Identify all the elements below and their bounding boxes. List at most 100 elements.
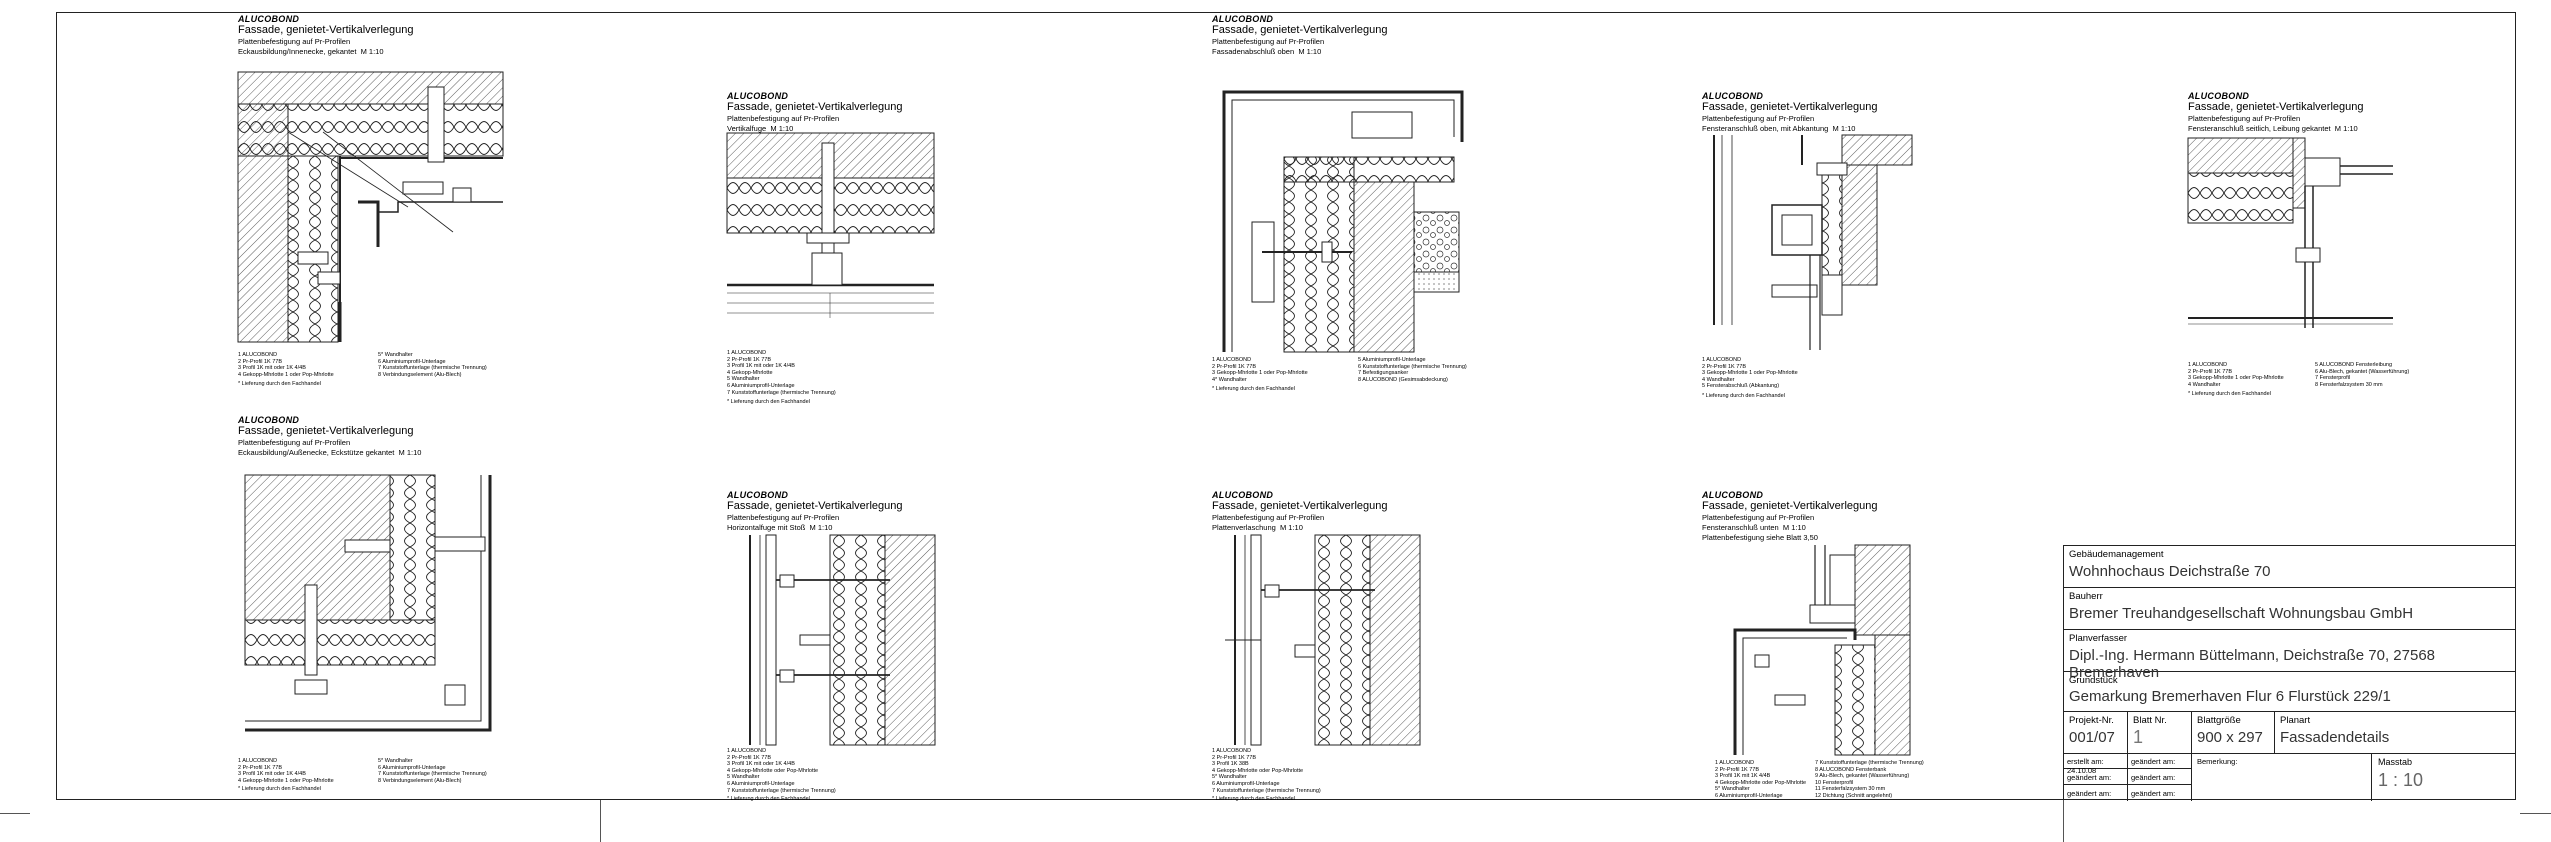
legend-item: 11 Fensterfalzsystem 30 mm bbox=[1815, 786, 1886, 793]
legend-item: 6 Aluminiumprofil-Unterlage bbox=[378, 358, 446, 365]
detail-subtitle: Plattenbefestigung auf Pr-Profilen bbox=[2188, 114, 2301, 123]
detail-legend-right: 5 ALUCOBOND Fensterleibung 6 Alu-Blech, … bbox=[2315, 362, 2409, 388]
legend-item: 6 Aluminiumprofil-Unterlage bbox=[378, 764, 446, 771]
legend-item: 4 Gekopp-Mhrlotte bbox=[727, 369, 773, 376]
trim-mark bbox=[2520, 813, 2551, 814]
detail-caption: Fensteranschluß unten M 1:10 bbox=[1702, 523, 1806, 532]
detail-title: Fassade, genietet-Vertikalverlegung bbox=[727, 101, 903, 113]
legend-note: * Lieferung durch den Fachhandel bbox=[238, 381, 321, 388]
legend-note: * Lieferung durch den Fachhandel bbox=[1212, 796, 1295, 803]
legend-item: 1 ALUCOBOND bbox=[1212, 357, 1252, 363]
legend-item: 1 ALUCOBOND bbox=[727, 748, 767, 754]
changed-label: geändert am: bbox=[2131, 757, 2176, 766]
scale-label: Masstab bbox=[2378, 757, 2413, 767]
legend-item: 5 ALUCOBOND Fensterleibung bbox=[2315, 362, 2393, 368]
detail-legend: 1 ALUCOBOND 2 Pr-Profil 1K 77B 3 Gekopp-… bbox=[1702, 357, 1798, 400]
detail-drawing bbox=[244, 474, 492, 732]
detail-legend: 1 ALUCOBOND 2 Pr-Profil 1K 77B 3 Profil … bbox=[727, 748, 836, 803]
detail-drawing bbox=[1713, 134, 1913, 350]
detail-drawing bbox=[749, 534, 936, 746]
legend-item: 8 Verbindungselement (Alu-Blech) bbox=[378, 777, 462, 784]
created-column: erstellt am: 24.10.08 geändert am: geänd… bbox=[2064, 754, 2128, 801]
sheet-no-cell: Blatt Nr. 1 bbox=[2128, 712, 2192, 754]
legend-item: 6 Alu-Blech, gekantet (Wasserführung) bbox=[2315, 368, 2410, 375]
legend-item: 3 Profil 1K mit oder 1K 4/4B bbox=[727, 363, 795, 370]
detail-drawing bbox=[726, 132, 935, 318]
legend-item: 1 ALUCOBOND bbox=[238, 758, 278, 764]
legend-item: 3 Profil 1K mit oder 1K 4/4B bbox=[238, 771, 306, 778]
detail-caption: Fensteranschluß seitlich, Leibung gekant… bbox=[2188, 124, 2358, 133]
plan-type-cell: Planart Fassadendetails bbox=[2275, 712, 2516, 754]
detail-legend-right: 5* Wandhalter 6 Aluminiumprofil-Unterlag… bbox=[378, 352, 487, 378]
legend-item: 4 Wandhalter bbox=[2188, 381, 2221, 388]
legend-item: 2 Pr-Profil 1K 77B bbox=[1702, 363, 1747, 370]
title-row-management: Gebäudemanagement Wohnhochaus Deichstraß… bbox=[2064, 546, 2516, 588]
detail-subtitle: Plattenbefestigung auf Pr-Profilen bbox=[1212, 513, 1325, 522]
legend-item: 3 Profil 1K mit oder 1K 4/4B bbox=[727, 761, 795, 768]
detail-header: ALUCOBOND Fassade, genietet-Vertikalverl… bbox=[727, 490, 903, 533]
legend-item: 4 Gekopp-Mhrlotte oder Pop-Mhrlotte bbox=[1212, 767, 1304, 774]
legend-item: 7 Kunststoffunterlage (thermische Trennu… bbox=[727, 787, 836, 794]
created-label: erstellt am: 24.10.08 bbox=[2067, 757, 2104, 775]
sheet-no-value: 1 bbox=[2133, 727, 2144, 747]
title-row-project: Projekt-Nr. 001/07 Blatt Nr. 1 Blattgröß… bbox=[2064, 712, 2516, 754]
detail-caption: Vertikalfuge M 1:10 bbox=[727, 124, 794, 133]
detail-subtitle: Plattenbefestigung auf Pr-Profilen bbox=[238, 438, 351, 447]
legend-item: 7 Kunststoffunterlage (thermische Trennu… bbox=[727, 389, 836, 396]
legend-item: 3 Profil 1K mit 1K 4/4B bbox=[1715, 773, 1771, 780]
legend-item: 7 Kunststoffunterlage (thermische Trennu… bbox=[378, 771, 487, 778]
client-value: Bremer Treuhandgesellschaft Wohnungsbau … bbox=[2069, 605, 2414, 622]
brand-logo: ALUCOBOND bbox=[238, 14, 300, 24]
plan-type-value: Fassadendetails bbox=[2280, 729, 2390, 746]
trim-mark bbox=[600, 800, 601, 842]
legend-item: 4 Gekopp-Mhrlotte oder Pop-Mhrlotte bbox=[727, 767, 819, 774]
brand-logo: ALUCOBOND bbox=[1702, 91, 1764, 101]
legend-item: 2 Pr-Profil 1K 77B bbox=[1212, 363, 1257, 370]
legend-note: * Lieferung durch den Fachhandel bbox=[238, 786, 321, 793]
legend-item: 12 Dichtung (Schnitt angelehnt) bbox=[1815, 792, 1893, 799]
legend-item: 7 Kunststoffunterlage (thermische Trennu… bbox=[378, 365, 487, 372]
changed-label: geändert am: bbox=[2067, 773, 2112, 782]
detail-header: ALUCOBOND Fassade, genietet-Vertikalverl… bbox=[238, 14, 414, 57]
detail-title: Fassade, genietet-Vertikalverlegung bbox=[1702, 101, 1878, 113]
detail-legend: 1 ALUCOBOND 2 Pr-Profil 1K 77B 3 Gekopp-… bbox=[1212, 357, 1308, 393]
detail-subtitle: Plattenbefestigung auf Pr-Profilen bbox=[727, 114, 840, 123]
legend-item: 7 Kunststoffunterlage (thermische Trennu… bbox=[1815, 760, 1924, 766]
remark-cell: Bemerkung: bbox=[2192, 754, 2372, 801]
brand-logo: ALUCOBOND bbox=[727, 490, 789, 500]
legend-item: 4 Gekopp-Mhrlotte 1 oder Pop-Mhrlotte bbox=[238, 777, 334, 784]
legend-item: 2 Pr-Profil 1K 77B bbox=[238, 358, 283, 365]
legend-item: 6 Aluminiumprofil-Unterlage bbox=[727, 382, 795, 389]
legend-item: 4 Gekopp-Mhrlotte 1 oder Pop-Mhrlotte bbox=[238, 371, 334, 378]
legend-item: 6 Aluminiumprofil-Unterlage bbox=[727, 780, 795, 787]
project-no-cell: Projekt-Nr. 001/07 bbox=[2064, 712, 2128, 754]
detail-drawing bbox=[2187, 137, 2393, 328]
legend-item: 5 Wandhalter bbox=[727, 774, 760, 781]
changed-column: geändert am: geändert am: geändert am: bbox=[2128, 754, 2192, 801]
changed-label: geändert am: bbox=[2067, 789, 2112, 798]
legend-item: 2 Pr-Profil 1K 77B bbox=[238, 764, 283, 771]
legend-item: 4 Gekopp-Mhrlotte oder Pop-Mhrlotte bbox=[1715, 779, 1807, 786]
brand-logo: ALUCOBOND bbox=[1212, 14, 1274, 24]
detail-drawing bbox=[1733, 544, 1911, 756]
legend-item: 6 Kunststoffunterlage (thermische Trennu… bbox=[1358, 363, 1467, 370]
sheet-size-cell: Blattgröße 900 x 297 bbox=[2192, 712, 2275, 754]
detail-caption-2: Plattenbefestigung siehe Blatt 3,50 bbox=[1702, 533, 1818, 542]
title-block: Gebäudemanagement Wohnhochaus Deichstraß… bbox=[2063, 545, 2516, 801]
detail-title: Fassade, genietet-Vertikalverlegung bbox=[1212, 24, 1388, 36]
detail-header: ALUCOBOND Fassade, genietet-Vertikalverl… bbox=[727, 91, 903, 134]
legend-item: 7 Befestigungsanker bbox=[1358, 370, 1409, 377]
project-no-value: 001/07 bbox=[2069, 729, 2115, 746]
legend-item: 3 Gekopp-Mhrlotte 1 oder Pop-Mhrlotte bbox=[1212, 370, 1308, 377]
drawing-frame bbox=[56, 12, 2516, 800]
legend-item: 1 ALUCOBOND bbox=[1212, 748, 1252, 754]
detail-legend-right: 5* Wandhalter 6 Aluminiumprofil-Unterlag… bbox=[378, 758, 487, 784]
changed-label: geändert am: bbox=[2131, 789, 2176, 798]
detail-legend: 1 ALUCOBOND 2 Pr-Profil 1K 77B 3 Profil … bbox=[727, 350, 836, 406]
plot-label: Grundstück bbox=[2069, 675, 2118, 686]
changed-label: geändert am: bbox=[2131, 773, 2176, 782]
detail-drawing bbox=[1225, 534, 1421, 746]
legend-item: 1 ALUCOBOND bbox=[727, 350, 767, 356]
detail-legend-right: 5 Aluminiumprofil-Unterlage 6 Kunststoff… bbox=[1358, 357, 1467, 383]
sheet-size-value: 900 x 297 bbox=[2197, 729, 2263, 746]
